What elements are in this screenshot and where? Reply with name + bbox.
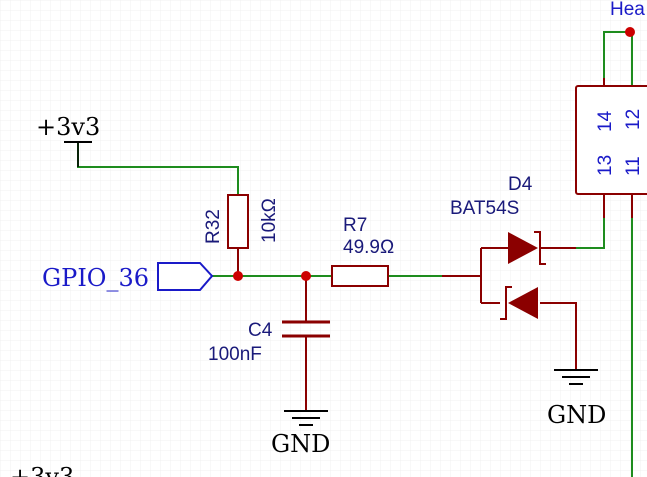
gnd-label-left: GND bbox=[271, 430, 330, 458]
d4-input-leads bbox=[442, 247, 508, 304]
d4-value: BAT54S bbox=[450, 198, 519, 219]
d4-ref: D4 bbox=[508, 174, 533, 195]
d4-bottom-out bbox=[540, 302, 577, 370]
r7-ref: R7 bbox=[343, 215, 367, 236]
r32-ref: R32 bbox=[203, 209, 224, 244]
wire-header-top-bridge[interactable] bbox=[603, 31, 633, 86]
header-pin-11: 11 bbox=[623, 156, 644, 176]
junction-c4-node bbox=[301, 271, 311, 281]
c4-ref: C4 bbox=[248, 320, 273, 341]
junction-header-top bbox=[625, 27, 635, 37]
r7-value: 49.9Ω bbox=[343, 237, 394, 258]
gnd-label-right: GND bbox=[547, 401, 606, 429]
power-symbol-3v3[interactable]: +3v3 bbox=[36, 113, 100, 167]
resistor-r32[interactable]: R32 10kΩ bbox=[203, 194, 280, 249]
d4-bottom-diode bbox=[508, 287, 538, 319]
ground-symbol-right[interactable]: GND bbox=[547, 369, 606, 429]
c4-value: 100nF bbox=[208, 344, 262, 365]
power-label-top: +3v3 bbox=[36, 113, 100, 141]
ground-symbol-left[interactable]: GND bbox=[271, 410, 330, 458]
header-pin-14: 14 bbox=[595, 110, 616, 132]
junction-r32-node bbox=[233, 271, 243, 281]
resistor-r7[interactable]: R7 49.9Ω bbox=[331, 215, 394, 287]
header-pin-12: 12 bbox=[623, 109, 644, 130]
r32-value: 10kΩ bbox=[259, 198, 280, 243]
junctions bbox=[233, 27, 635, 281]
header-connector[interactable]: 14 12 13 11 Hea bbox=[575, 0, 647, 195]
capacitor-c4[interactable]: C4 100nF bbox=[208, 320, 330, 365]
header-label: Hea bbox=[610, 0, 645, 20]
gpio-label: GPIO_36 bbox=[42, 264, 149, 292]
gpio-net-port[interactable]: GPIO_36 bbox=[42, 262, 214, 292]
diode-d4[interactable]: D4 BAT54S bbox=[450, 174, 546, 320]
power-label-bottom: +3v3 bbox=[10, 463, 74, 477]
header-pin-13: 13 bbox=[595, 155, 616, 176]
d4-top-diode bbox=[508, 232, 538, 264]
part-leads bbox=[237, 78, 633, 410]
